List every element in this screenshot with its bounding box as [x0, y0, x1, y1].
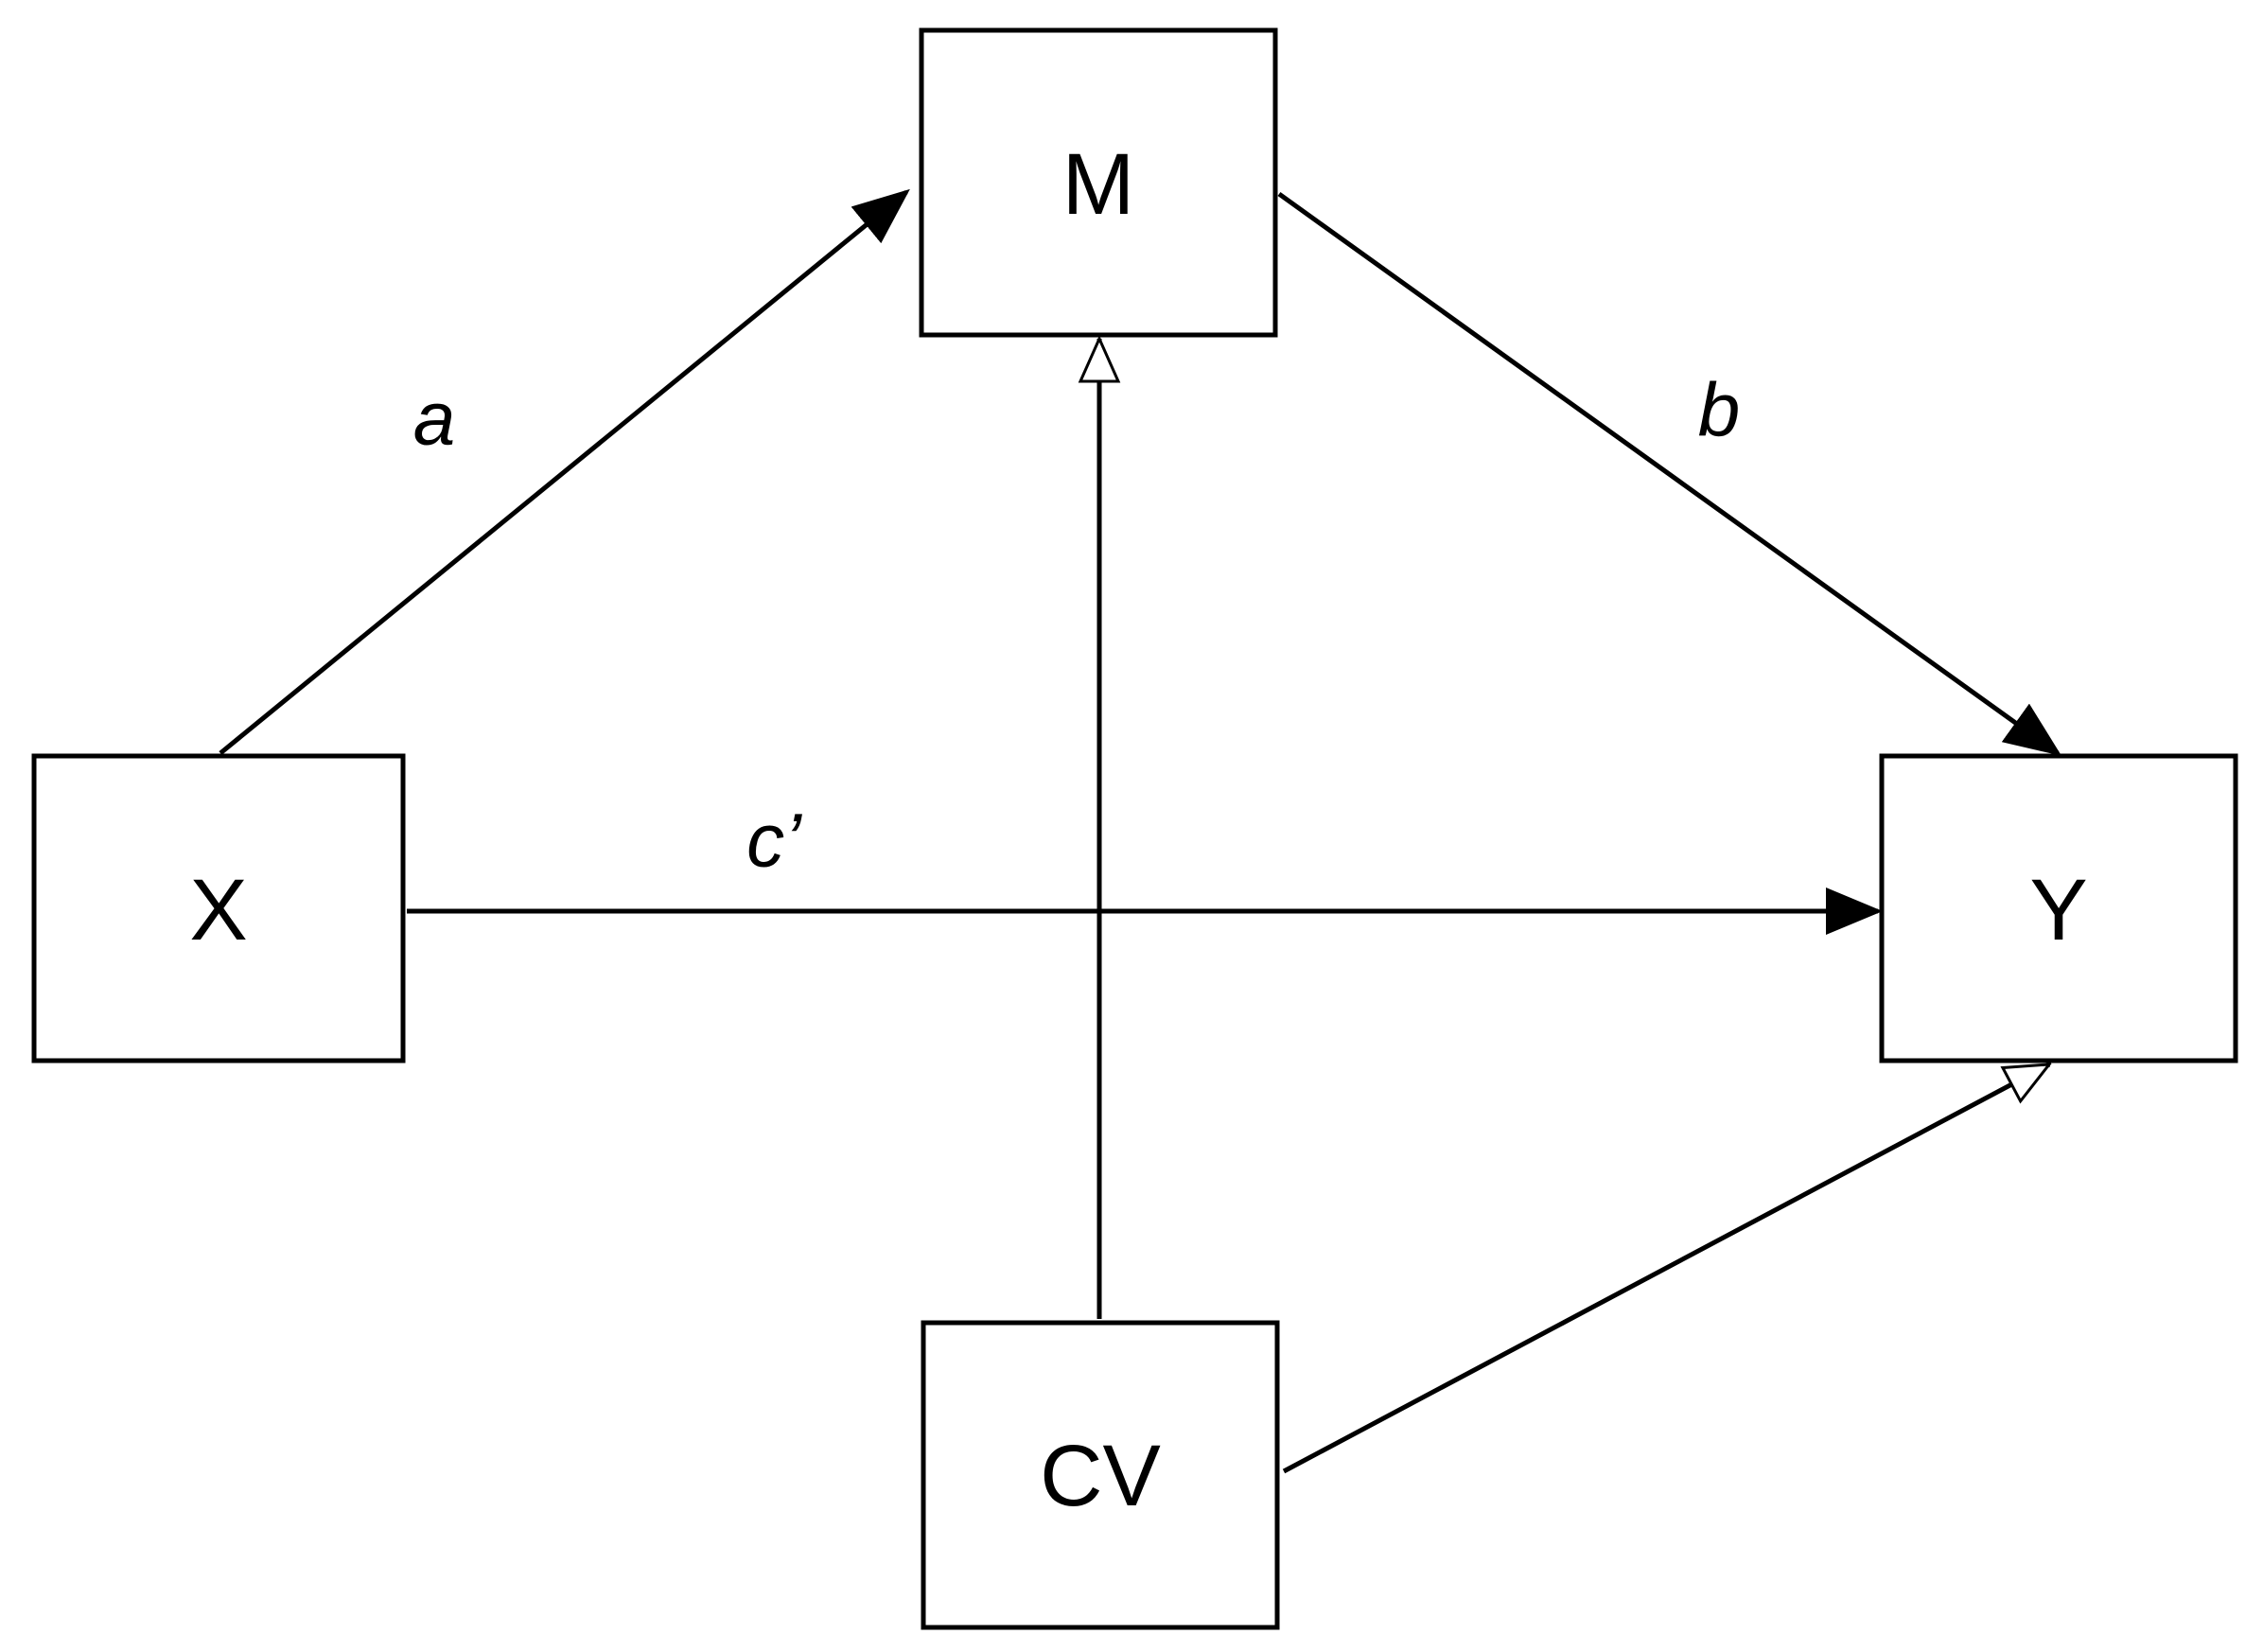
path-b-label: b [1698, 368, 1741, 452]
path-a-label: a [413, 377, 456, 461]
node-cv: CV [921, 1320, 1280, 1630]
node-m-label: M [1062, 136, 1135, 233]
path-b-arrow [1277, 191, 2062, 756]
node-m: M [919, 27, 1278, 338]
node-y-label: Y [2029, 862, 2087, 958]
node-cv-label: CV [1040, 1428, 1161, 1524]
path-c-prime-label: c’ [746, 799, 802, 883]
node-x: X [31, 753, 406, 1063]
covariate-to-y-arrow [1282, 1062, 2049, 1474]
node-x-label: X [189, 862, 247, 958]
path-a-arrow [219, 188, 910, 755]
node-y: Y [1879, 753, 2238, 1063]
